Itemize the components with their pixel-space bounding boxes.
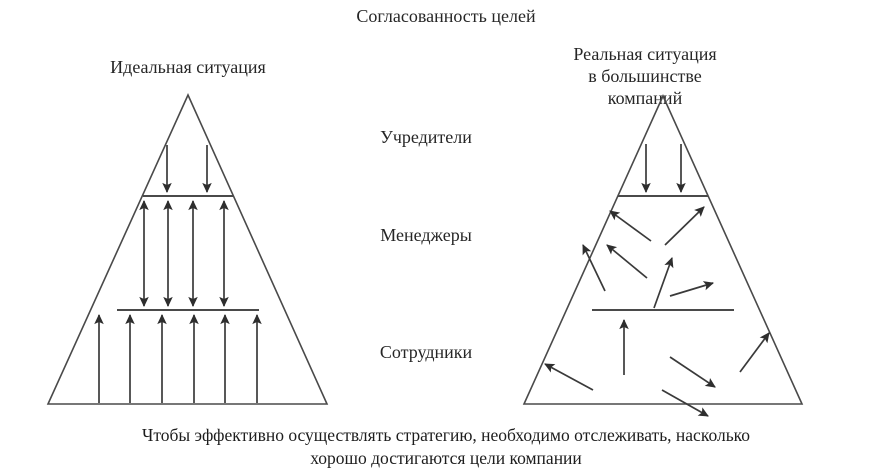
caption-line-2: хорошо достигаются цели компании xyxy=(310,448,582,469)
left-band-founders-arrows xyxy=(162,145,212,194)
right-heading-line-2: в большинстве xyxy=(588,65,702,86)
arrow-scattered xyxy=(661,389,709,417)
right-heading-line-1: Реальная ситуация xyxy=(573,44,717,64)
left-band-managers-arrows xyxy=(139,199,229,308)
right-heading-line-3: компаний xyxy=(607,87,683,108)
figure-caption: Чтобы эффективно осуществлять стратегию,… xyxy=(12,424,880,470)
arrow-scattered xyxy=(664,206,705,246)
right-pyramid-outline xyxy=(522,94,804,405)
arrow-scattered xyxy=(739,332,770,373)
arrow-scattered xyxy=(653,257,674,309)
right-pyramid-group xyxy=(522,94,804,417)
tier-label-employees: Сотрудники xyxy=(379,342,473,362)
arrow-scattered xyxy=(544,363,594,391)
arrow-scattered xyxy=(609,210,652,242)
tier-label-founders: Учредители xyxy=(380,127,472,147)
tier-label-managers: Менеджеры xyxy=(380,225,472,245)
left-pyramid-heading: Идеальная ситуация xyxy=(110,57,266,77)
arrow-scattered xyxy=(669,356,716,388)
caption-line-1: Чтобы эффективно осуществлять стратегию,… xyxy=(141,425,751,445)
left-pyramid-outline xyxy=(46,93,329,405)
right-band-managers-arrows xyxy=(582,206,714,309)
right-band-founders-arrows xyxy=(641,144,686,194)
arrow-scattered xyxy=(669,281,714,297)
left-pyramid-group xyxy=(46,93,329,405)
left-band-employees-arrows xyxy=(94,313,262,403)
arrow-scattered xyxy=(582,244,606,292)
right-band-employees-arrows xyxy=(544,318,770,417)
arrow-scattered xyxy=(606,244,648,279)
page-title: Согласованность целей xyxy=(356,6,536,26)
